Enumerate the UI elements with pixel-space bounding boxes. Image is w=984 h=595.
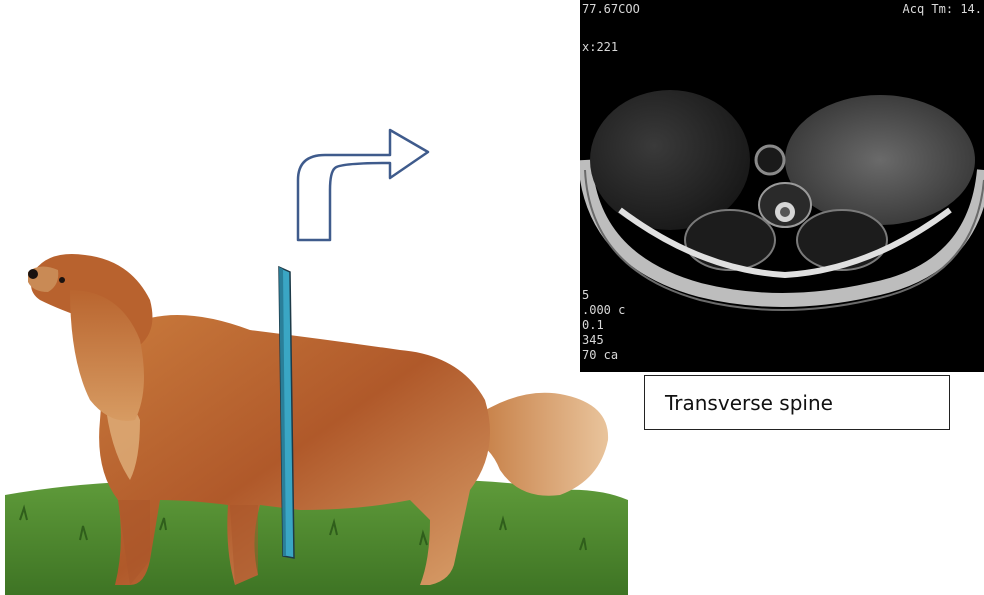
- mri-side-value-4: 345: [582, 333, 604, 347]
- mri-side-value-1: 5: [582, 288, 589, 302]
- mri-scan-graphic: [580, 0, 984, 372]
- mri-side-value-3: 0.1: [582, 318, 604, 332]
- label-text: Transverse spine: [665, 391, 833, 415]
- mri-subheader-left: x:221: [582, 40, 618, 54]
- bent-arrow-up-right-icon: [298, 130, 428, 240]
- mri-header-left: 77.67COO: [582, 2, 640, 16]
- mri-side-value-2: .000 c: [582, 303, 625, 317]
- mri-header-right: Acq Tm: 14.: [903, 2, 982, 16]
- mri-transverse-image: 77.67COO Acq Tm: 14. x:221 5 .000 c 0.1 …: [580, 0, 984, 372]
- mri-side-value-5: 70 ca: [582, 348, 618, 362]
- transverse-spine-label: Transverse spine: [644, 375, 950, 430]
